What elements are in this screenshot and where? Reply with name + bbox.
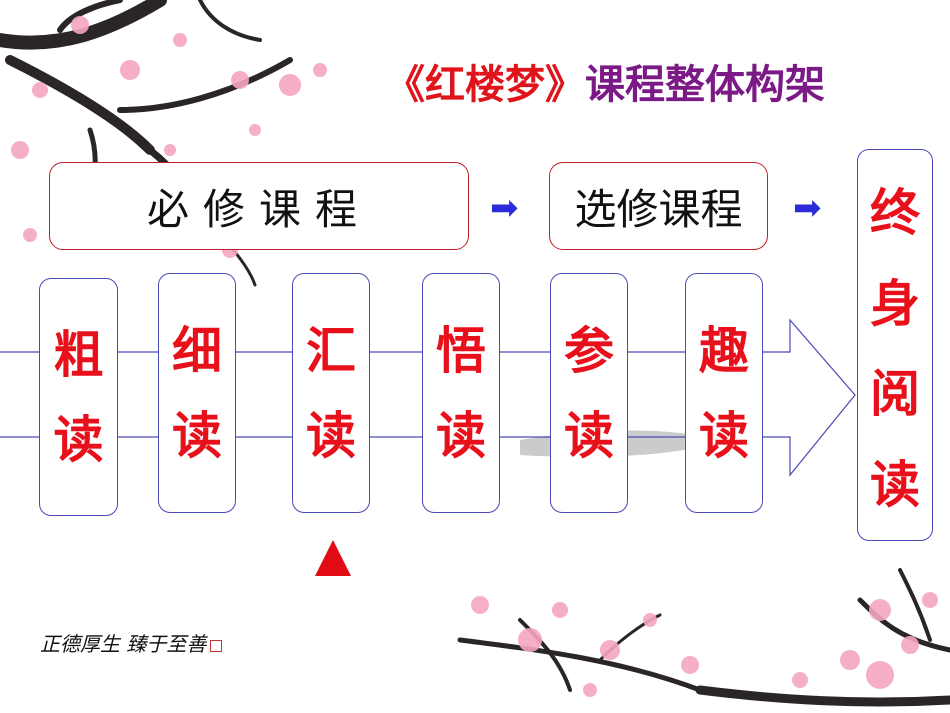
stage-char-bottom: 读: [436, 406, 486, 465]
stage-char-top: 悟: [436, 321, 486, 380]
stage-detailed-reading: 细 读: [158, 273, 236, 513]
stage-char-bottom: 读: [306, 406, 356, 465]
stage-char-top: 趣: [699, 321, 749, 380]
stage-char-bottom: 读: [172, 406, 222, 465]
lifelong-char: 终: [870, 183, 920, 243]
stage-interest-reading: 趣 读: [685, 273, 763, 513]
stage-char-top: 参: [564, 321, 614, 380]
school-motto: 正德厚生 臻于至善: [40, 628, 223, 657]
lifelong-char: 阅: [870, 364, 920, 424]
seal-icon: [210, 639, 223, 652]
flow-arrow-outline: [0, 318, 856, 477]
required-course-box: 必修课程: [49, 162, 469, 250]
lifelong-char: 身: [870, 273, 920, 333]
stage-reference-reading: 参 读: [550, 273, 628, 513]
right-arrow-icon: ➡: [490, 188, 519, 228]
title-subtitle: 课程整体构架: [585, 62, 825, 108]
title-bracket-open: 《: [385, 62, 425, 108]
title-book-name: 红楼梦: [425, 62, 545, 108]
lifelong-char: 读: [870, 454, 920, 514]
motto-text: 正德厚生 臻于至善: [40, 632, 207, 656]
lifelong-reading-box: 终 身 阅 读: [857, 149, 933, 541]
stage-char-bottom: 读: [564, 406, 614, 465]
plum-branch-top-left: [0, 0, 293, 287]
elective-course-box: 选修课程: [549, 162, 768, 250]
plum-blossoms-bottom-right: [471, 592, 938, 697]
stage-char-bottom: 读: [699, 406, 749, 465]
stage-char-top: 细: [172, 321, 222, 380]
stage-insight-reading: 悟 读: [422, 273, 500, 513]
stage-rough-reading: 粗 读: [39, 278, 118, 516]
page-title: 《红楼梦》课程整体构架: [385, 52, 825, 110]
stage-char-top: 汇: [306, 321, 356, 380]
plum-branch-bottom-right: [457, 568, 950, 707]
title-bracket-close: 》: [545, 62, 585, 108]
stage-summary-reading: 汇 读: [292, 273, 370, 513]
stage-char-top: 粗: [53, 325, 104, 384]
stage-char-bottom: 读: [53, 410, 104, 469]
right-arrow-icon: ➡: [793, 188, 822, 228]
up-triangle-icon: [315, 540, 351, 576]
